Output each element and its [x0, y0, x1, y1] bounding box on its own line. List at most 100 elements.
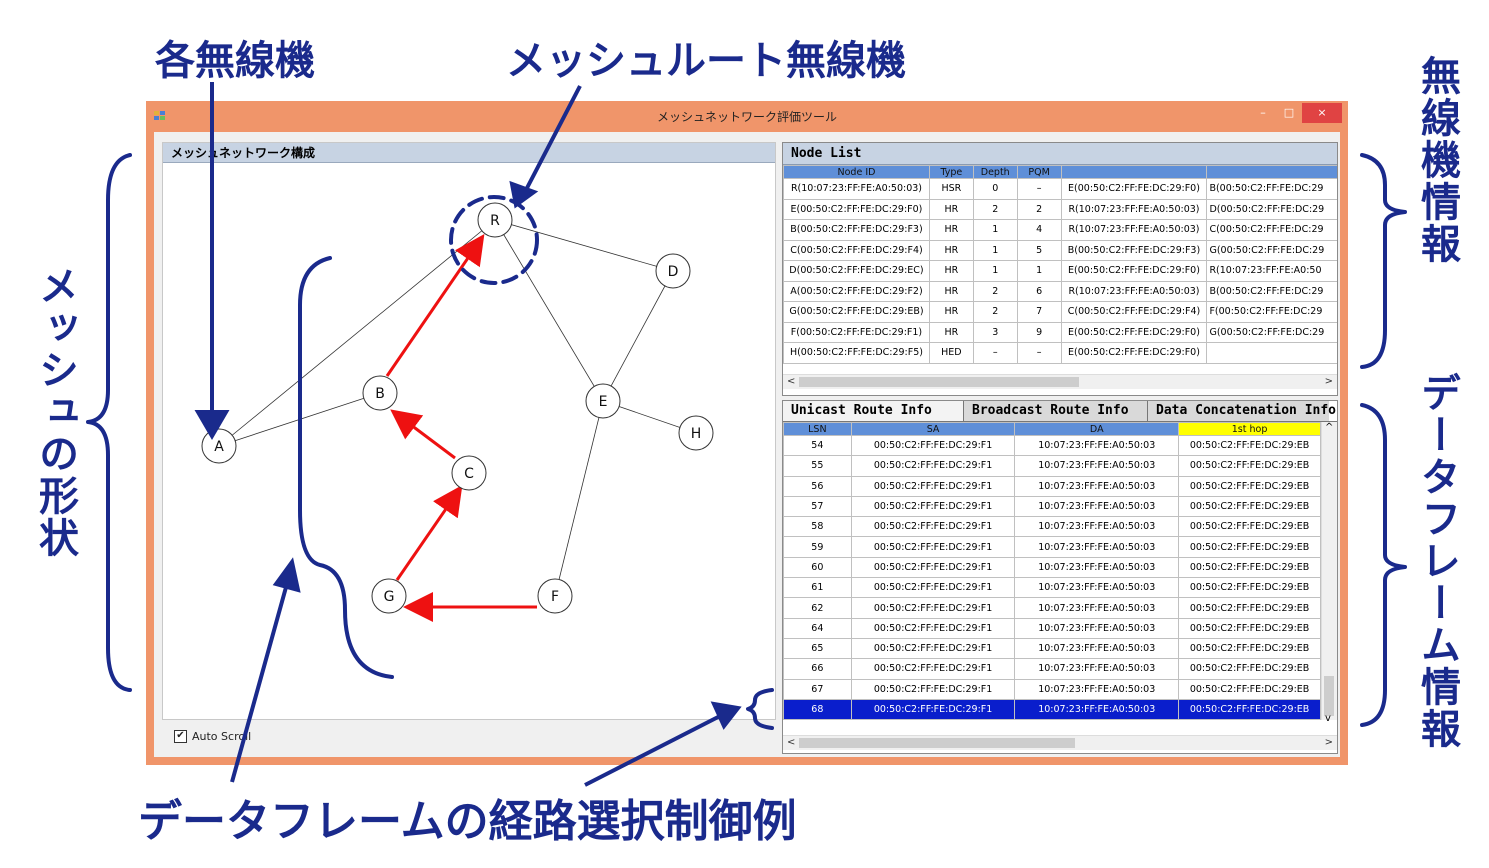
- mesh-graph: R D B E A H C G F: [201, 202, 714, 622]
- route-vscroll-thumb[interactable]: [1324, 676, 1334, 716]
- col-pqm[interactable]: PQM: [1016, 165, 1062, 179]
- route-cell: 10:07:23:FF:FE:A0:50:03: [1014, 536, 1180, 558]
- scroll-up-arrow-icon[interactable]: ^: [1325, 422, 1334, 433]
- close-button[interactable]: ×: [1302, 103, 1342, 123]
- col-first-hop[interactable]: 1st hop: [1178, 422, 1321, 436]
- col-depth[interactable]: Depth: [972, 165, 1018, 179]
- tab-unicast-route-info[interactable]: Unicast Route Info: [783, 401, 964, 421]
- auto-scroll-checkbox[interactable]: ✔: [174, 730, 187, 743]
- route-cell: 00:50:C2:FF:FE:DC:29:F1: [850, 617, 1016, 639]
- route-cell: 00:50:C2:FF:FE:DC:29:EB: [1178, 678, 1321, 700]
- brace-mesh-shape: [86, 153, 132, 692]
- auto-scroll-control[interactable]: ✔ Auto Scroll: [174, 730, 251, 743]
- route-cell: 00:50:C2:FF:FE:DC:29:F1: [850, 434, 1016, 457]
- col-sa[interactable]: SA: [850, 422, 1016, 436]
- col-neighbor-1[interactable]: [1060, 165, 1208, 179]
- route-cell: 00:50:C2:FF:FE:DC:29:F1: [850, 678, 1016, 700]
- mesh-panel-title: メッシュネットワーク構成: [163, 143, 775, 163]
- minimize-button[interactable]: –: [1260, 106, 1266, 119]
- edge-d-e: [602, 270, 674, 402]
- node-c: [451, 455, 487, 491]
- tab-data-concatenation-info[interactable]: Data Concatenation Info: [1148, 401, 1336, 421]
- annotation-mesh-root: メッシュルート無線機: [506, 38, 906, 84]
- route-cell: 10:07:23:FF:FE:A0:50:03: [1014, 678, 1180, 700]
- scroll-left-arrow-icon[interactable]: <: [787, 376, 796, 387]
- route-cell: 10:07:23:FF:FE:A0:50:03: [1014, 455, 1180, 477]
- node-list-cell: 7: [1016, 301, 1062, 323]
- col-type[interactable]: Type: [928, 165, 974, 179]
- route-vscrollbar[interactable]: ^ v: [1321, 422, 1337, 724]
- node-list-cell: 3: [972, 321, 1018, 343]
- route-scroll-left-arrow-icon[interactable]: <: [787, 737, 796, 748]
- route-hscroll-thumb[interactable]: [799, 738, 1075, 748]
- node-label-e: E: [599, 394, 608, 410]
- node-list-cell: G(00:50:C2:FF:FE:DC:29: [1206, 239, 1337, 261]
- title-bar[interactable]: メッシュネットワーク評価ツール – □ ×: [146, 101, 1348, 131]
- node-label-r: R: [490, 213, 500, 229]
- route-cell: 10:07:23:FF:FE:A0:50:03: [1014, 577, 1180, 599]
- node-list-cell: HR: [928, 219, 974, 241]
- node-list-hscroll-thumb[interactable]: [799, 377, 1079, 387]
- node-list-cell: G(00:50:C2:FF:FE:DC:29:EB): [783, 301, 930, 323]
- node-list-row[interactable]: H(00:50:C2:FF:FE:DC:29:F5)HED––E(00:50:C…: [783, 342, 1337, 364]
- route-cell: 54: [783, 434, 852, 457]
- col-da[interactable]: DA: [1014, 422, 1180, 436]
- col-neighbor-2[interactable]: [1206, 165, 1337, 179]
- route-cell: 00:50:C2:FF:FE:DC:29:EB: [1178, 516, 1321, 538]
- node-f: [537, 578, 573, 614]
- node-list-cell: B(00:50:C2:FF:FE:DC:29: [1206, 178, 1337, 200]
- node-list-cell: C(00:50:C2:FF:FE:DC:29:F4): [783, 239, 930, 261]
- route-scroll-right-arrow-icon[interactable]: >: [1324, 737, 1333, 748]
- node-list-cell: 1: [972, 239, 1018, 261]
- route-cell: 66: [783, 658, 852, 680]
- node-list-cell: –: [972, 342, 1018, 364]
- scroll-down-arrow-icon[interactable]: v: [1325, 713, 1331, 724]
- node-label-b: B: [375, 386, 385, 402]
- node-list-cell: H(00:50:C2:FF:FE:DC:29:F5): [783, 342, 930, 364]
- node-list-cell: 9: [1016, 321, 1062, 343]
- route-cell: 62: [783, 597, 852, 619]
- scroll-right-arrow-icon[interactable]: >: [1324, 376, 1333, 387]
- col-lsn[interactable]: LSN: [783, 422, 852, 436]
- route-hscrollbar[interactable]: < >: [783, 735, 1337, 750]
- node-list-cell: 1: [1016, 260, 1062, 282]
- node-list-hscrollbar[interactable]: < >: [783, 374, 1337, 389]
- route-cell: 58: [783, 516, 852, 538]
- edge-r-d: [494, 219, 674, 272]
- route-cell: 65: [783, 637, 852, 660]
- node-list-title: Node List: [783, 143, 1337, 165]
- route-cell: 00:50:C2:FF:FE:DC:29:EB: [1178, 617, 1321, 639]
- node-list-cell: R(10:07:23:FF:FE:A0:50:03): [1060, 219, 1208, 241]
- route-cell: 10:07:23:FF:FE:A0:50:03: [1014, 658, 1180, 680]
- tab-broadcast-route-info[interactable]: Broadcast Route Info: [964, 401, 1148, 421]
- route-cell: 00:50:C2:FF:FE:DC:29:EB: [1178, 577, 1321, 599]
- node-list-cell: HED: [928, 342, 974, 364]
- col-node-id[interactable]: Node ID: [783, 165, 930, 179]
- maximize-button[interactable]: □: [1283, 106, 1295, 119]
- route-cell: 10:07:23:FF:FE:A0:50:03: [1014, 597, 1180, 619]
- route-cell: 10:07:23:FF:FE:A0:50:03: [1014, 698, 1180, 721]
- route-cell: 10:07:23:FF:FE:A0:50:03: [1014, 617, 1180, 639]
